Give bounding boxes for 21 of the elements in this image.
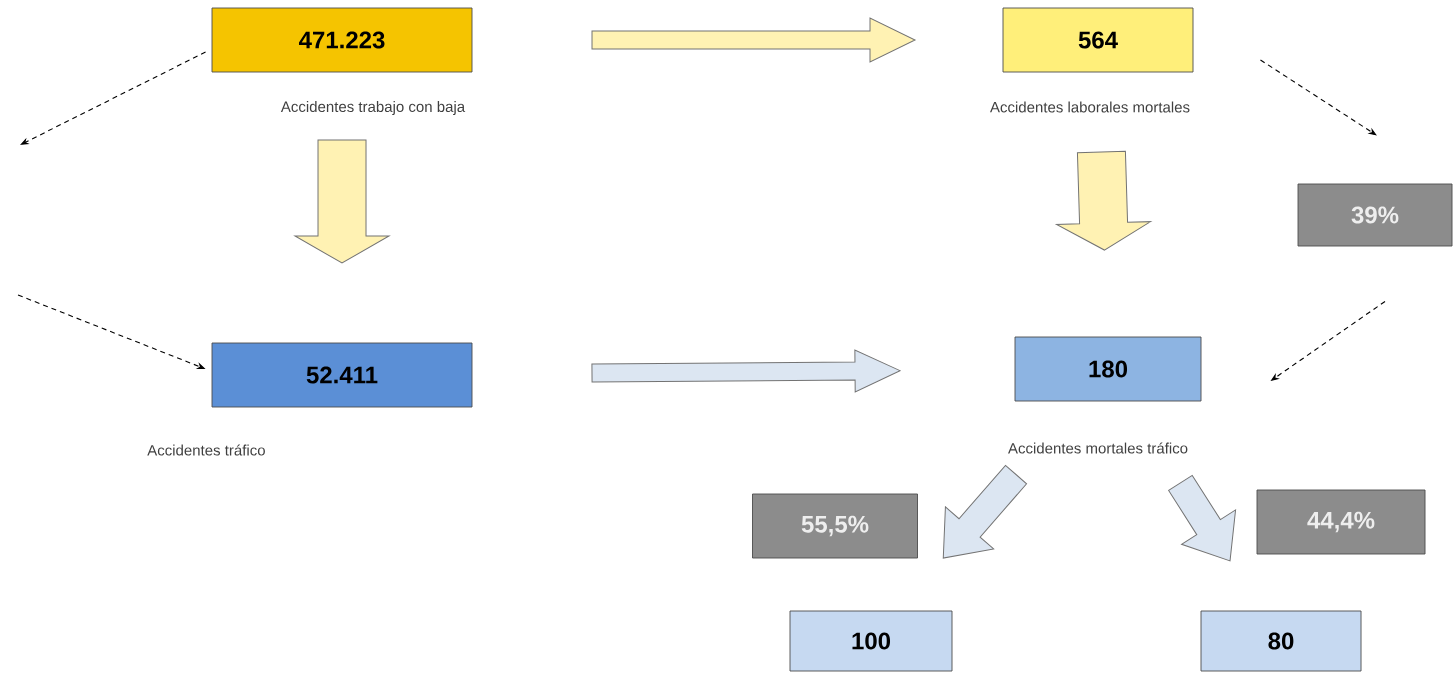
- percent-box: 55,5%: [752, 493, 918, 559]
- number-box: 52.411: [211, 342, 473, 408]
- arrow: [1259, 59, 1377, 136]
- node-label: Accidentes tráfico: [147, 444, 265, 456]
- number-box: 100: [789, 610, 953, 672]
- node-label: Accidentes trabajo con baja: [280, 101, 466, 115]
- number-box: 80: [1200, 610, 1362, 672]
- block-arrow: [1168, 474, 1237, 562]
- node-label: Accidentes mortales tráfico: [1008, 442, 1188, 454]
- block-arrow: [1056, 150, 1152, 251]
- block-arrow: [294, 139, 390, 264]
- percent-box: 44,4%: [1256, 489, 1426, 555]
- block-arrow: [591, 349, 901, 393]
- number-box: 471.223: [211, 7, 473, 73]
- block-arrow: [942, 464, 1028, 559]
- node-label: Accidentes laborales mortales: [990, 101, 1190, 113]
- number-box: 564: [1002, 7, 1194, 73]
- percent-box: 39%: [1297, 183, 1453, 247]
- block-arrow: [591, 17, 916, 63]
- arrow: [20, 51, 207, 145]
- number-box: 180: [1014, 336, 1202, 402]
